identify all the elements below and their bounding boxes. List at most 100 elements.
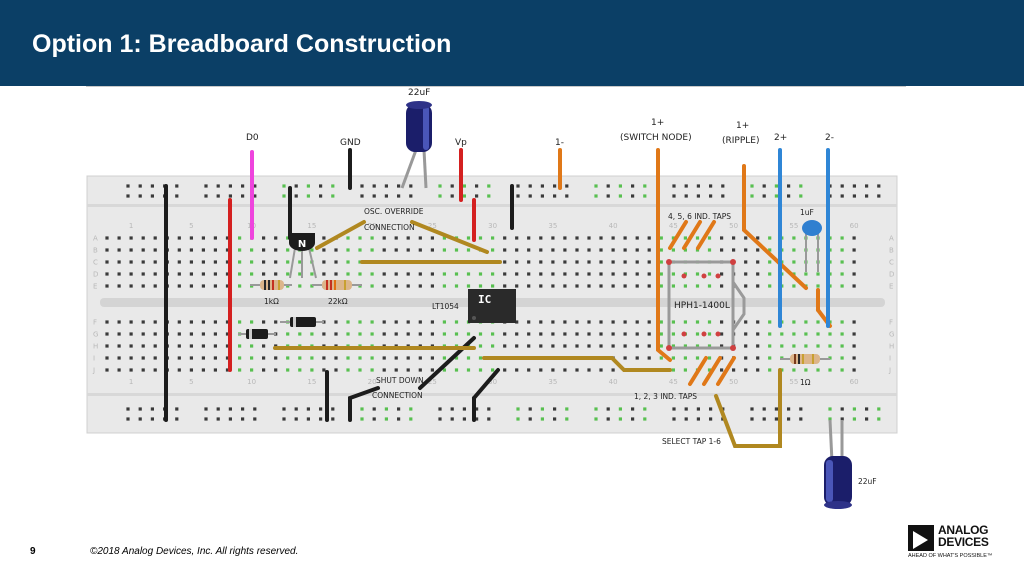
capacitor-22uf-bottom bbox=[824, 419, 852, 509]
logo-tagline: AHEAD OF WHAT'S POSSIBLE™ bbox=[908, 553, 993, 559]
column-number: 50 bbox=[729, 222, 738, 230]
column-number: 20 bbox=[368, 378, 377, 386]
gold-wire-ic bbox=[410, 220, 489, 254]
label-gnd: GND bbox=[340, 138, 361, 148]
label-transformer: HPH1-1400L bbox=[674, 301, 730, 311]
column-number: 45 bbox=[669, 378, 678, 386]
label-osc-connection: CONNECTION bbox=[364, 223, 415, 232]
row-letter: B bbox=[93, 247, 98, 255]
column-number: 5 bbox=[189, 222, 193, 230]
row-letter: A bbox=[93, 235, 98, 243]
column-number: 20 bbox=[368, 222, 377, 230]
black-wire-bottom-4 bbox=[472, 368, 500, 400]
row-letter: C bbox=[93, 259, 98, 267]
resistor-22k bbox=[312, 280, 362, 290]
label-taps-123: 1, 2, 3 IND. TAPS bbox=[634, 392, 697, 401]
capacitor-1uf bbox=[802, 220, 822, 272]
column-number: 60 bbox=[850, 378, 859, 386]
row-letter: I bbox=[93, 355, 95, 363]
column-number: 25 bbox=[428, 222, 437, 230]
rail-divider-bottom bbox=[87, 393, 897, 396]
transistor-label: N bbox=[298, 239, 306, 250]
row-letter: D bbox=[93, 271, 98, 279]
transformer-outline bbox=[667, 260, 746, 350]
row-letter: F bbox=[93, 319, 97, 327]
rail-divider-top bbox=[87, 204, 897, 207]
row-letter: H bbox=[93, 343, 98, 351]
row-letter: B bbox=[889, 247, 894, 255]
column-number: 1 bbox=[129, 222, 133, 230]
label-1-minus: 1- bbox=[555, 138, 564, 148]
header-divider bbox=[86, 86, 906, 87]
diode-2 bbox=[280, 317, 324, 327]
label-shutdown-connection: CONNECTION bbox=[372, 391, 423, 400]
page-number: 9 bbox=[30, 546, 36, 557]
column-number: 35 bbox=[548, 222, 557, 230]
label-shutdown: SHUT DOWN bbox=[376, 376, 424, 385]
row-letter: E bbox=[889, 283, 893, 291]
column-number: 1 bbox=[129, 378, 133, 386]
taps-456-wires bbox=[668, 220, 716, 250]
label-lt1054: LT1054 bbox=[432, 302, 459, 311]
row-letter: C bbox=[889, 259, 894, 267]
column-number: 10 bbox=[247, 378, 256, 386]
label-1k: 1kΩ bbox=[264, 297, 279, 306]
label-1ohm: 1Ω bbox=[800, 378, 811, 387]
slide-title: Option 1: Breadboard Construction bbox=[32, 30, 452, 58]
resistor-1ohm bbox=[780, 354, 830, 364]
switch-node-wire bbox=[656, 148, 672, 362]
column-number: 25 bbox=[428, 378, 437, 386]
logo-wordmark: ANALOG DEVICES bbox=[938, 523, 989, 549]
capacitor-22uf-top bbox=[400, 101, 432, 189]
label-1-plus-ripple: 1+ bbox=[736, 121, 749, 131]
column-numbers: 1155101015152020252530303535404045455050… bbox=[129, 222, 859, 386]
label-22k: 22kΩ bbox=[328, 297, 348, 306]
osc-override-wire bbox=[315, 220, 366, 250]
row-letter: F bbox=[889, 319, 893, 327]
label-switch-node: (SWITCH NODE) bbox=[620, 133, 692, 143]
breadboard-diagram: 1155101015152020252530303535404045455050… bbox=[86, 88, 898, 509]
row-letter: G bbox=[889, 331, 894, 339]
column-number: 35 bbox=[548, 378, 557, 386]
row-letter: A bbox=[889, 235, 894, 243]
label-22uf-top: 22uF bbox=[408, 88, 430, 98]
resistor-1k bbox=[250, 280, 292, 290]
label-osc-override: OSC. OVERRIDE bbox=[364, 207, 424, 216]
copyright-text: ©2018 Analog Devices, Inc. All rights re… bbox=[90, 546, 299, 557]
row-letter: J bbox=[92, 367, 95, 375]
column-number: 55 bbox=[789, 222, 798, 230]
column-number: 45 bbox=[669, 222, 678, 230]
label-select-tap: SELECT TAP 1-6 bbox=[662, 437, 721, 446]
ic-mark: IC bbox=[478, 293, 491, 306]
column-number: 30 bbox=[488, 222, 497, 230]
row-letter: I bbox=[889, 355, 891, 363]
transformer-pins bbox=[666, 259, 736, 351]
ripple-wire bbox=[742, 164, 808, 290]
row-letter: D bbox=[889, 271, 894, 279]
column-number: 15 bbox=[307, 378, 316, 386]
analog-devices-logo: ANALOG DEVICES AHEAD OF WHAT'S POSSIBLE™ bbox=[908, 523, 1008, 563]
column-number: 5 bbox=[189, 378, 193, 386]
label-taps-456: 4, 5, 6 IND. TAPS bbox=[668, 212, 731, 221]
column-number: 50 bbox=[729, 378, 738, 386]
diode-1 bbox=[238, 329, 276, 339]
select-tap-wire bbox=[714, 368, 782, 448]
label-1-plus-switch: 1+ bbox=[651, 118, 664, 128]
row-letter: G bbox=[93, 331, 98, 339]
label-1uf: 1uF bbox=[800, 208, 814, 217]
column-number: 40 bbox=[609, 378, 618, 386]
label-2-minus: 2- bbox=[825, 133, 834, 143]
label-vp: Vp bbox=[455, 138, 467, 148]
column-number: 30 bbox=[488, 378, 497, 386]
taps-123-wires bbox=[688, 356, 736, 386]
row-letter: J bbox=[888, 367, 891, 375]
label-d0: D0 bbox=[246, 133, 259, 143]
row-letter: E bbox=[93, 283, 97, 291]
column-number: 60 bbox=[850, 222, 859, 230]
column-number: 55 bbox=[789, 378, 798, 386]
ic-chip bbox=[468, 289, 516, 323]
black-wire-bottom-2 bbox=[348, 386, 380, 422]
label-2-plus: 2+ bbox=[774, 133, 787, 143]
label-ripple: (RIPPLE) bbox=[722, 136, 760, 146]
